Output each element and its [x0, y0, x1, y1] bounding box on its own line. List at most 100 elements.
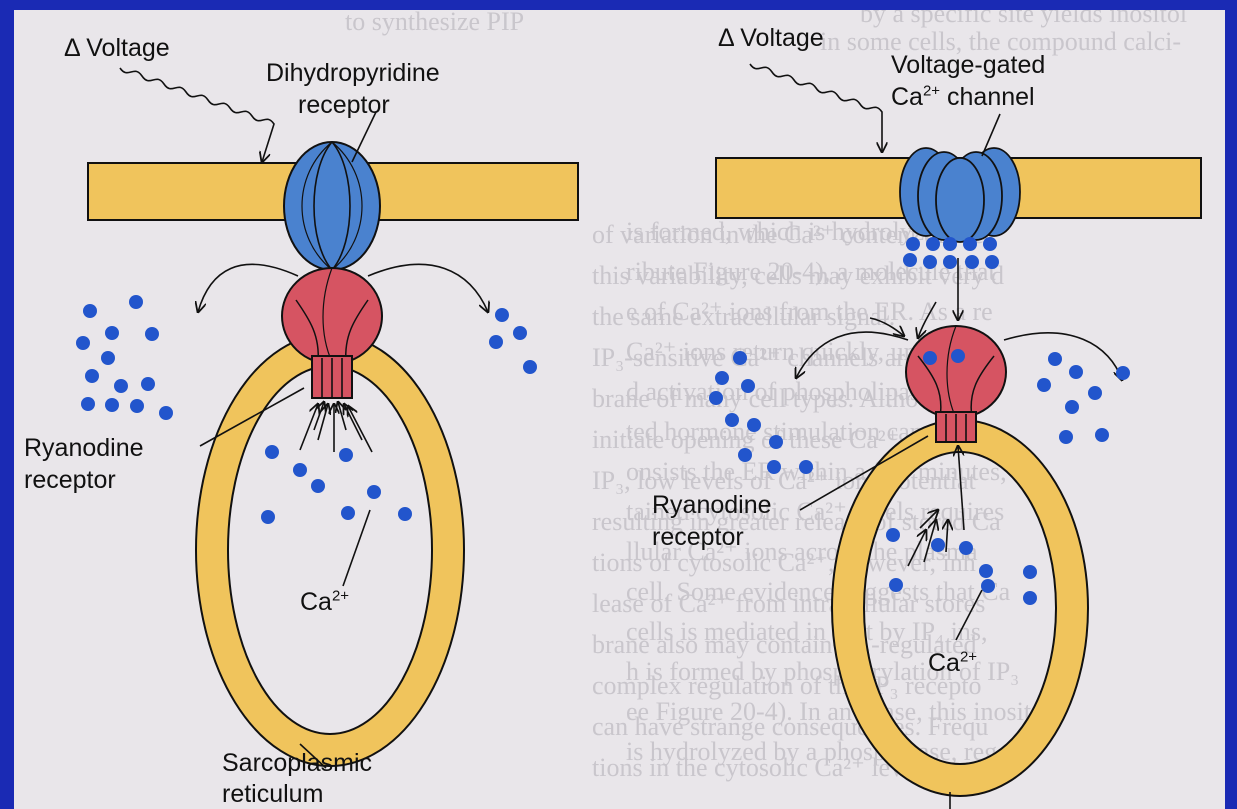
right-ca-base: Ca — [928, 649, 960, 677]
calcium-ion — [983, 237, 997, 251]
calcium-ion — [489, 335, 503, 349]
left-voltage-squiggle-arrow — [120, 68, 274, 162]
right-voltage-label: Δ Voltage — [718, 23, 824, 53]
calcium-ion — [886, 528, 900, 542]
calcium-ion — [145, 327, 159, 341]
calcium-ion — [523, 360, 537, 374]
calcium-ion — [105, 398, 119, 412]
calcium-ion — [931, 538, 945, 552]
left-ca-base: Ca — [300, 588, 332, 616]
calcium-ion — [81, 397, 95, 411]
left-ca-charge: 2+ — [332, 588, 349, 605]
calcium-ion — [1037, 378, 1051, 392]
calcium-ion — [261, 510, 275, 524]
calcium-ion — [105, 326, 119, 340]
calcium-ion — [114, 379, 128, 393]
voltage-gated-channel-shape — [900, 148, 1020, 242]
calcium-ion — [367, 485, 381, 499]
left-sr-inner-edge — [228, 366, 432, 734]
left-ryanodine-label-line1: Ryanodine — [24, 433, 144, 463]
calcium-ion — [130, 399, 144, 413]
left-panel — [76, 68, 578, 768]
calcium-ion — [769, 435, 783, 449]
right-ryanodine-label-line1: Ryanodine — [652, 490, 772, 520]
calcium-ion — [341, 506, 355, 520]
calcium-ion — [1065, 400, 1079, 414]
calcium-ion — [725, 413, 739, 427]
calcium-ion — [963, 237, 977, 251]
calcium-ion — [738, 448, 752, 462]
calcium-ion — [906, 237, 920, 251]
calcium-ion — [926, 237, 940, 251]
calcium-ion — [265, 445, 279, 459]
dihydropyridine-label-line1: Dihydropyridine — [266, 58, 440, 88]
calcium-ion — [129, 295, 143, 309]
dihydropyridine-label-line2: receptor — [298, 90, 390, 120]
sarcoplasmic-label-line2: reticulum — [222, 779, 323, 809]
right-ryanodine-label-line2: receptor — [652, 522, 744, 552]
right-ion-release-arrow-right — [1004, 333, 1122, 380]
calcium-ion — [1116, 366, 1130, 380]
calcium-ion — [513, 326, 527, 340]
left-sr-membrane — [212, 350, 448, 750]
calcium-ion — [799, 460, 813, 474]
vgcc-charge: 2+ — [923, 83, 940, 100]
right-sr-membrane — [848, 436, 1072, 780]
calcium-ion — [1023, 591, 1037, 605]
calcium-ion — [985, 255, 999, 269]
left-ryanodine-label-line2: receptor — [24, 465, 116, 495]
calcium-ion — [85, 369, 99, 383]
calcium-ion — [1023, 565, 1037, 579]
calcium-ion — [923, 351, 937, 365]
calcium-ion — [1088, 386, 1102, 400]
sarcoplasmic-label-line1: Sarcoplasmic — [222, 748, 372, 778]
right-ion-leader-line — [956, 590, 982, 640]
calcium-ion — [141, 377, 155, 391]
calcium-ion — [747, 418, 761, 432]
calcium-ion — [293, 463, 307, 477]
calcium-ion — [767, 460, 781, 474]
calcium-ion — [965, 255, 979, 269]
right-sr-inner-edge — [864, 452, 1056, 764]
calcium-ion — [741, 379, 755, 393]
vgcc-label-line2: Ca2+ channel — [891, 82, 1035, 112]
calcium-ion — [889, 578, 903, 592]
calcium-ion — [1048, 352, 1062, 366]
calcium-ion — [981, 579, 995, 593]
vgcc-rest: channel — [940, 83, 1035, 111]
right-ca-label: Ca2+ — [928, 648, 977, 678]
calcium-ion — [959, 541, 973, 555]
calcium-ion — [1069, 365, 1083, 379]
calcium-ion — [76, 336, 90, 350]
calcium-ion — [923, 255, 937, 269]
calcium-ion — [943, 255, 957, 269]
left-voltage-label: Δ Voltage — [64, 33, 170, 63]
calcium-ion — [1095, 428, 1109, 442]
calcium-ion — [903, 253, 917, 267]
vgcc-ion: Ca — [891, 83, 923, 111]
calcium-ion — [715, 371, 729, 385]
calcium-ion — [159, 406, 173, 420]
calcium-ion — [339, 448, 353, 462]
dihydropyridine-receptor-shape — [284, 142, 380, 270]
calcium-ion — [943, 237, 957, 251]
left-ion-leader-line — [343, 510, 370, 586]
right-voltage-squiggle-arrow — [750, 64, 882, 152]
right-ion-release-arrow-left — [796, 332, 908, 378]
right-ca-charge: 2+ — [960, 649, 977, 666]
calcium-ion — [101, 351, 115, 365]
calcium-ion — [709, 391, 723, 405]
left-inflow-arrows — [300, 402, 372, 452]
calcium-ion — [733, 351, 747, 365]
left-ca-label: Ca2+ — [300, 587, 349, 617]
calcium-ion — [495, 308, 509, 322]
calcium-ion — [398, 507, 412, 521]
right-panel — [709, 64, 1201, 809]
calcium-ion — [951, 349, 965, 363]
calcium-ion — [311, 479, 325, 493]
calcium-ion — [1059, 430, 1073, 444]
calcium-ion — [979, 564, 993, 578]
left-ion-release-arrow-right — [368, 264, 488, 312]
vgcc-label-line1: Voltage-gated — [891, 50, 1045, 80]
